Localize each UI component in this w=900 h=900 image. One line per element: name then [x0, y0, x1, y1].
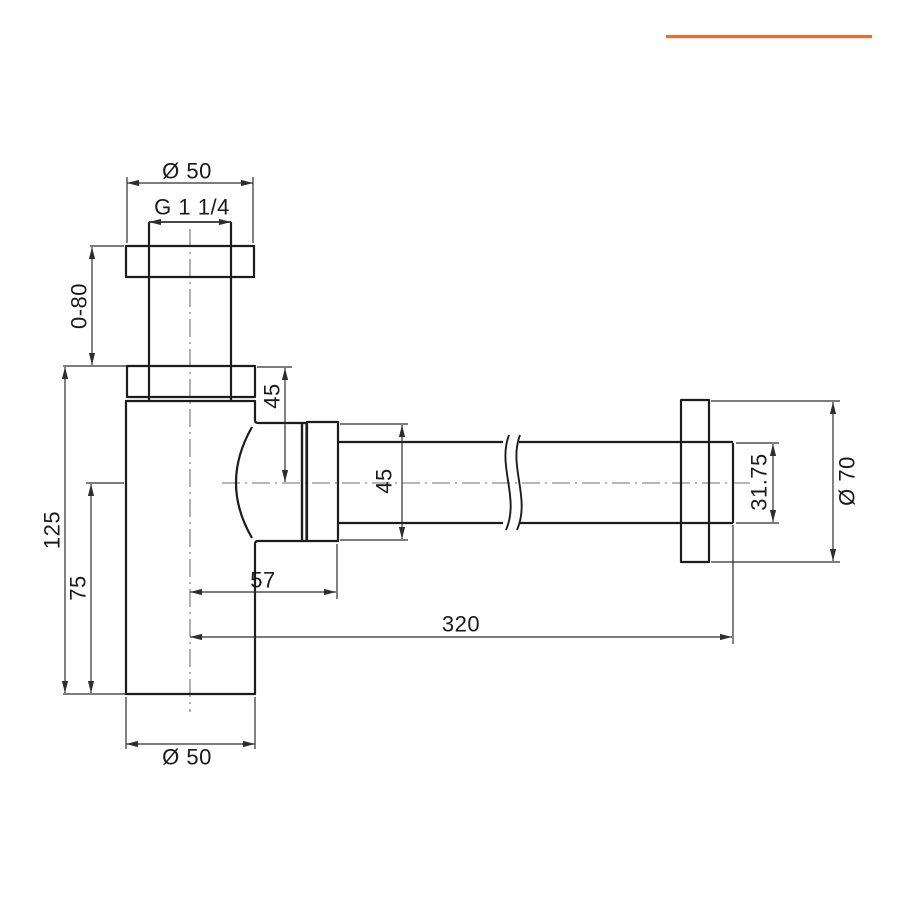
- trap-body-inner-curve: [234, 426, 253, 539]
- label-wall-flange-diameter: Ø 70: [835, 456, 860, 506]
- dimension-labels: Ø 50 G 1 1/4 0-80 125 75 45 45 31.75 Ø 7…: [40, 159, 860, 770]
- label-adjustable-inlet-height: 0-80: [67, 283, 92, 329]
- label-body-height: 125: [40, 511, 65, 549]
- label-body-diameter: Ø 50: [162, 745, 212, 770]
- pipe-break-symbol-right: [515, 434, 523, 531]
- label-center-to-nut-offset: 57: [250, 568, 275, 593]
- centerlines: [189, 229, 754, 712]
- label-lower-body-height: 75: [66, 575, 91, 600]
- label-thread-size: G 1 1/4: [154, 195, 230, 220]
- label-outlet-nut-width: 45: [372, 468, 397, 493]
- dimension-lines: [61, 177, 840, 749]
- trap-body: [124, 399, 304, 696]
- label-outlet-pipe-length: 320: [442, 612, 480, 637]
- pipe-break-symbol-left: [504, 434, 512, 531]
- body-collar-nut: [125, 364, 257, 399]
- outlet-compression-nut: [305, 420, 340, 543]
- outlet-washer: [300, 421, 308, 543]
- label-outlet-pipe-diameter: 31.75: [747, 453, 772, 511]
- object-lines: [124, 222, 735, 696]
- top-escutcheon-flange: [124, 244, 256, 279]
- wall-flange: [679, 398, 711, 564]
- label-top-flange-diameter: Ø 50: [162, 159, 212, 184]
- accent-bar: [666, 35, 872, 39]
- label-top-to-outlet-center: 45: [260, 383, 285, 408]
